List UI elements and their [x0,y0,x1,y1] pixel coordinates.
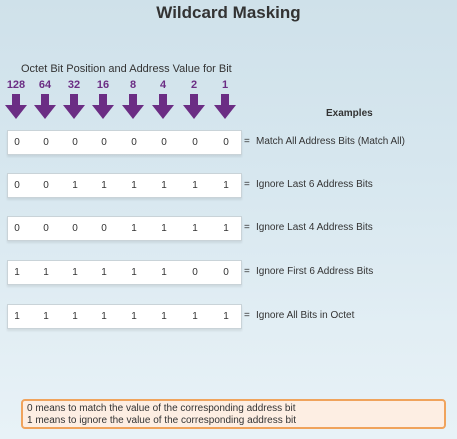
bit-value: 0 [101,223,107,234]
bit-value: 0 [223,137,229,148]
bit-value: 1 [101,267,107,278]
bit-value: 1 [223,311,229,322]
bit-value-label: 2 [190,79,198,91]
bit-value: 1 [161,267,167,278]
bit-value: 0 [14,180,20,191]
bit-value: 0 [14,223,20,234]
bit-value: 1 [223,223,229,234]
bit-value: 0 [131,137,137,148]
bit-value: 1 [192,180,198,191]
wildcard-bits-row: 1 1 1 1 1 1 0 0 [7,260,242,285]
page-title: Wildcard Masking [156,3,301,22]
legend-line-match: 0 means to match the value of the corres… [27,403,296,414]
bit-value: 0 [223,267,229,278]
equals-sign: = [244,222,250,233]
down-arrow-icon [63,94,85,119]
down-arrow-icon [92,94,114,119]
bit-value: 1 [101,180,107,191]
bit-value: 1 [72,311,78,322]
bit-value: 1 [192,223,198,234]
bit-value: 0 [161,137,167,148]
example-description: Ignore All Bits in Octet [256,310,355,321]
bit-value: 1 [72,180,78,191]
bit-value: 1 [43,311,49,322]
wildcard-bits-row: 1 1 1 1 1 1 1 1 [7,304,242,329]
equals-sign: = [244,179,250,190]
bit-value-label: 1 [221,79,229,91]
down-arrow-icon [5,94,27,119]
bit-value: 1 [161,311,167,322]
bit-value-label: 32 [67,79,81,91]
bit-value: 0 [192,267,198,278]
wildcard-bits-row: 0 0 0 0 1 1 1 1 [7,216,242,241]
bit-value: 0 [101,137,107,148]
legend-line-ignore: 1 means to ignore the value of the corre… [27,415,297,426]
bit-value: 0 [43,180,49,191]
bit-value-label: 16 [96,79,110,91]
bit-value: 0 [72,223,78,234]
bit-value: 1 [192,311,198,322]
example-description: Ignore Last 6 Address Bits [256,179,373,190]
bit-value: 0 [192,137,198,148]
bit-value: 1 [131,180,137,191]
bit-value: 0 [14,137,20,148]
down-arrow-icon [152,94,174,119]
bit-value: 1 [14,311,20,322]
equals-sign: = [244,266,250,277]
bit-position-caption: Octet Bit Position and Address Value for… [21,63,232,75]
bit-value: 0 [43,137,49,148]
example-description: Match All Address Bits (Match All) [256,136,405,147]
bit-value: 1 [131,223,137,234]
bit-value: 1 [161,223,167,234]
equals-sign: = [244,136,250,147]
down-arrow-icon [122,94,144,119]
wildcard-bits-row: 0 0 0 0 0 0 0 0 [7,130,242,155]
bit-value: 1 [131,267,137,278]
bit-value: 1 [161,180,167,191]
bit-value-label: 128 [6,79,26,91]
bit-value: 1 [101,311,107,322]
wildcard-bits-row: 0 0 1 1 1 1 1 1 [7,173,242,198]
down-arrow-icon [34,94,56,119]
bit-value: 1 [14,267,20,278]
legend-box: 0 means to match the value of the corres… [21,399,446,429]
down-arrow-icon [183,94,205,119]
bit-value: 1 [131,311,137,322]
example-description: Ignore Last 4 Address Bits [256,222,373,233]
bit-value-label: 4 [159,79,167,91]
equals-sign: = [244,310,250,321]
bit-value: 1 [72,267,78,278]
bit-value: 0 [43,223,49,234]
bit-value: 0 [72,137,78,148]
bit-value-label: 8 [129,79,137,91]
bit-value-label: 64 [38,79,52,91]
bit-value: 1 [223,180,229,191]
down-arrow-icon [214,94,236,119]
example-description: Ignore First 6 Address Bits [256,266,374,277]
examples-header: Examples [326,108,373,119]
bit-value: 1 [43,267,49,278]
